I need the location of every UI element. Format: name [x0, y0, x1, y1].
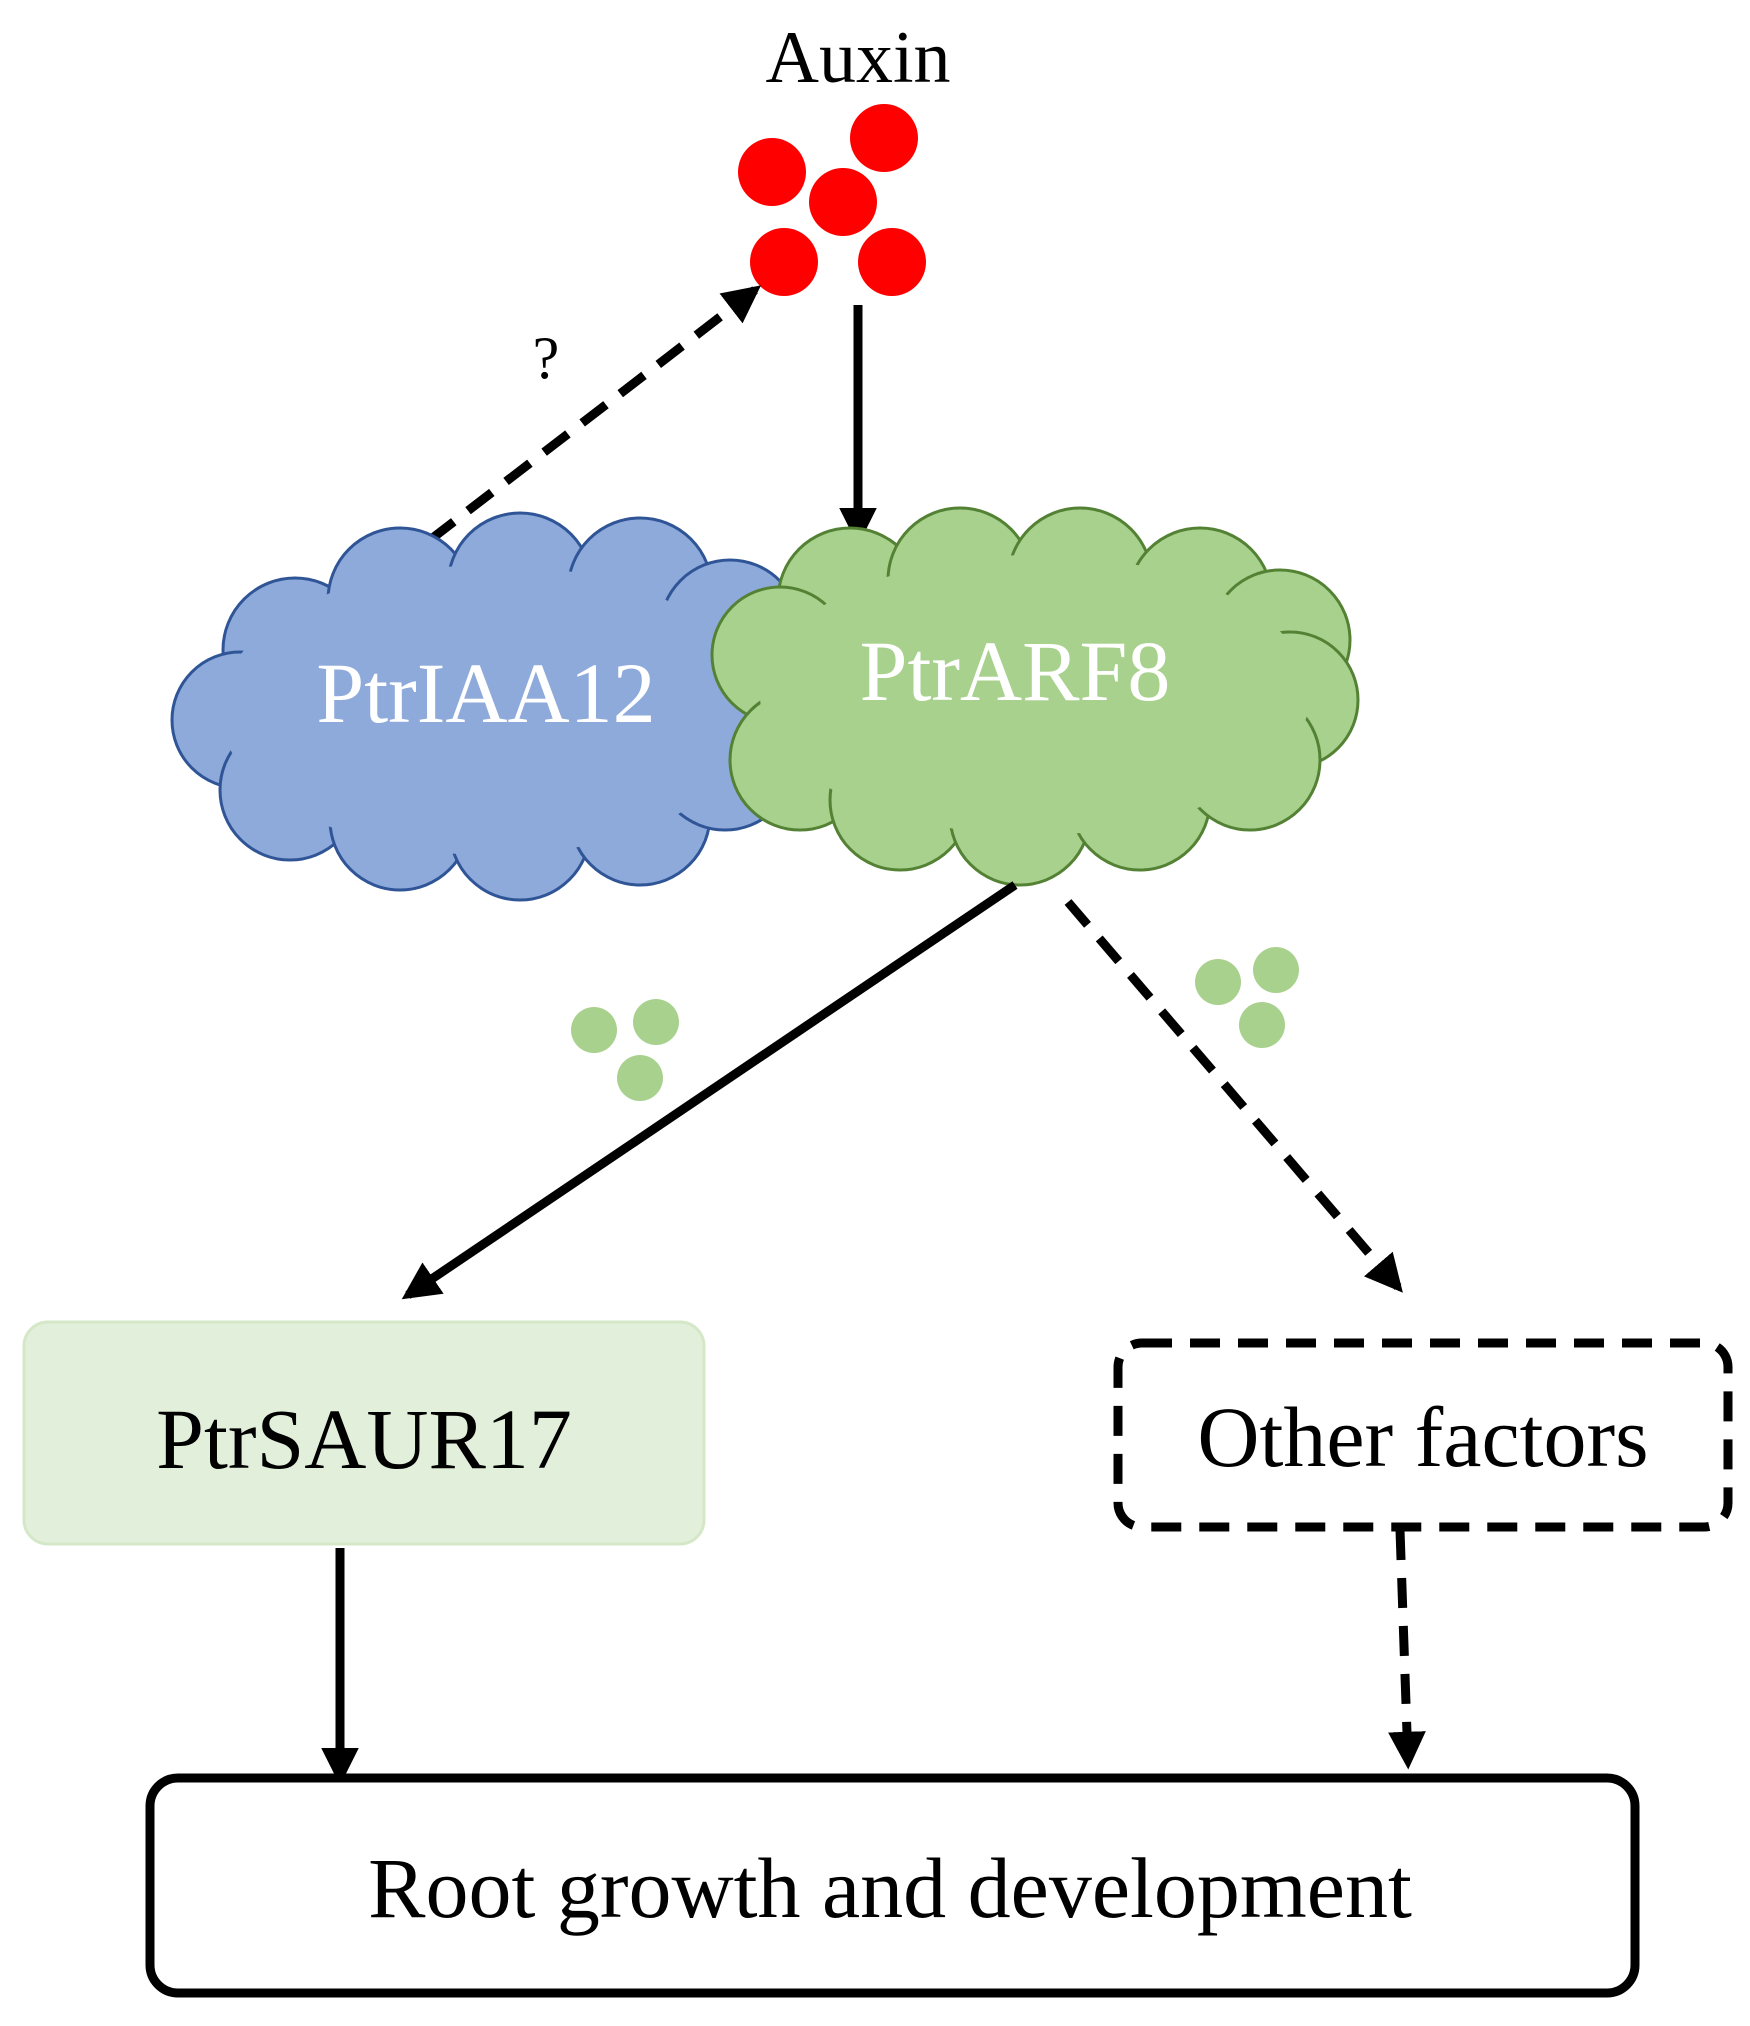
root-growth-box: [145, 1773, 1640, 1998]
auxin-dot: [809, 168, 877, 236]
small-green-dot: [1239, 1002, 1285, 1048]
root-growth-label: Root growth and development: [368, 1840, 1412, 1936]
auxin-molecules: [738, 104, 926, 296]
small-green-dot: [1253, 947, 1299, 993]
small-green-dots-left: [571, 999, 679, 1101]
auxin-dot: [750, 228, 818, 296]
arf8-cloud: [710, 506, 1360, 887]
saur17-label: PtrSAUR17: [156, 1391, 572, 1487]
iaa12-label: PtrIAA12: [316, 645, 655, 741]
edge-arf8-to-other: [1064, 899, 1403, 1293]
auxin-dot: [858, 228, 926, 296]
auxin-dot: [850, 104, 918, 172]
auxin-dot: [738, 138, 806, 206]
edge-other-to-root: [1388, 1529, 1426, 1770]
other-factors-box: [1113, 1338, 1733, 1532]
edge-question-label: ?: [533, 325, 560, 391]
small-green-dot: [1195, 959, 1241, 1005]
edge-arf8-to-saur17: [401, 881, 1018, 1300]
small-green-dot: [633, 999, 679, 1045]
saur17-box: [22, 1320, 706, 1546]
edge-iaa12-to-auxin: [427, 285, 761, 544]
small-green-dot: [617, 1055, 663, 1101]
other-factors-label: Other factors: [1197, 1389, 1648, 1485]
small-green-dots-right: [1195, 947, 1299, 1048]
small-green-dot: [571, 1007, 617, 1053]
auxin-label: Auxin: [766, 17, 951, 99]
arf8-label: PtrARF8: [860, 623, 1171, 719]
